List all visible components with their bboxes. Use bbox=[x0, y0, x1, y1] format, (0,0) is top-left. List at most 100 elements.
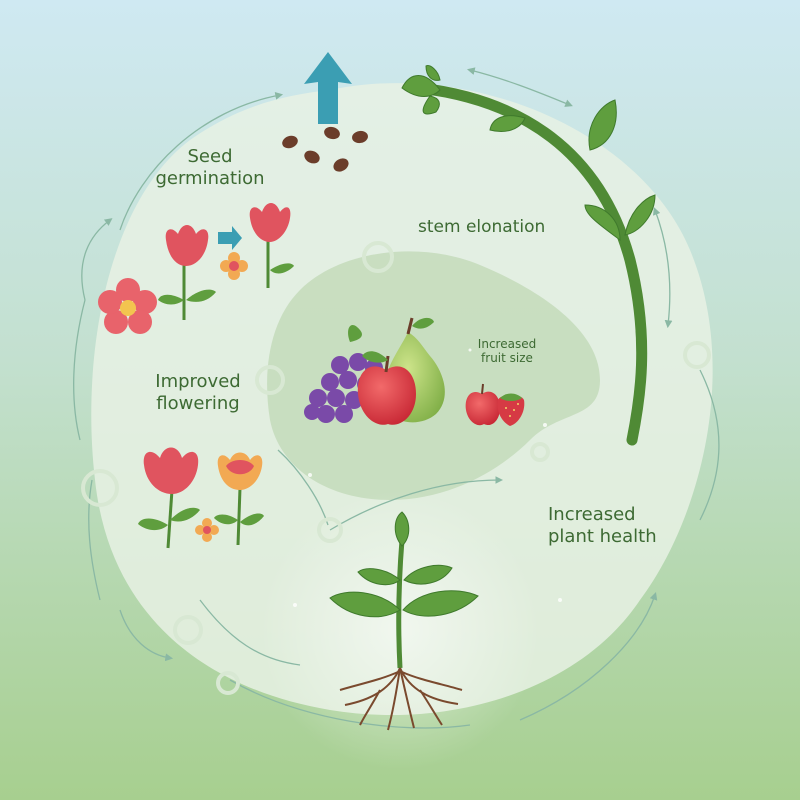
cycle-node-icon bbox=[216, 671, 240, 695]
petal bbox=[209, 525, 219, 535]
leaf-icon bbox=[240, 513, 264, 526]
leaf-icon bbox=[394, 511, 410, 547]
seedling-leaves bbox=[329, 511, 479, 618]
label-increased-fruit-size: Increased fruit size bbox=[470, 337, 544, 366]
leaf-icon bbox=[357, 568, 401, 586]
grape bbox=[321, 373, 339, 391]
label-line: Improved bbox=[155, 371, 241, 392]
root bbox=[401, 671, 463, 691]
label-line: plant health bbox=[548, 525, 657, 547]
petal bbox=[128, 310, 152, 334]
sparkle bbox=[558, 598, 562, 602]
strawberry-seeds bbox=[505, 403, 519, 417]
grape bbox=[349, 353, 367, 371]
leaf-icon bbox=[138, 518, 168, 531]
leaf-icon bbox=[588, 99, 617, 151]
sparkle bbox=[293, 603, 297, 607]
grape bbox=[335, 405, 353, 423]
leaf-icon bbox=[584, 204, 621, 242]
seed-icon bbox=[324, 126, 340, 140]
leaf-icon bbox=[362, 351, 388, 363]
flower-center bbox=[203, 526, 211, 534]
vine-stem-icon bbox=[401, 65, 656, 446]
sparkle bbox=[468, 348, 472, 352]
root bbox=[399, 667, 415, 729]
petal bbox=[228, 268, 240, 280]
label-line: flowering bbox=[156, 392, 240, 414]
seeds bbox=[282, 126, 368, 172]
apple-icon bbox=[465, 383, 500, 426]
apple-stalk bbox=[481, 383, 484, 395]
seed-dot bbox=[517, 403, 519, 405]
cycle-nodes bbox=[81, 241, 711, 695]
petal bbox=[195, 525, 205, 535]
cycle-node-icon bbox=[530, 442, 550, 462]
strawberry-body bbox=[497, 394, 525, 426]
leaf-icon bbox=[401, 75, 441, 97]
cycle-node-icon bbox=[255, 365, 285, 395]
leaf-icon bbox=[403, 564, 453, 585]
flow-arrow bbox=[119, 92, 284, 231]
flower-icon bbox=[195, 518, 219, 542]
seed-dot bbox=[513, 409, 515, 411]
flower-icon bbox=[214, 452, 264, 546]
flow-arrow bbox=[277, 449, 329, 526]
grape bbox=[317, 405, 335, 423]
apple-body bbox=[357, 366, 416, 425]
petal bbox=[202, 518, 212, 528]
cycle-node-icon bbox=[317, 517, 343, 543]
roots-icon bbox=[339, 667, 463, 731]
flow-arrow bbox=[652, 207, 673, 329]
label-increased-plant-health: Increased plant health bbox=[548, 504, 657, 547]
label-line: Increased bbox=[477, 337, 537, 351]
grape bbox=[331, 356, 349, 374]
label-line: Increased bbox=[548, 504, 636, 525]
pear-stalk bbox=[406, 317, 414, 335]
label-stem-elongation: stem elonation bbox=[418, 217, 546, 237]
seed-icon bbox=[304, 150, 320, 164]
leaf-icon bbox=[158, 294, 184, 305]
flower-group-bottom bbox=[138, 447, 264, 549]
leaf-icon bbox=[624, 194, 656, 236]
label-line: germination bbox=[155, 167, 265, 189]
up-arrow-icon bbox=[304, 52, 352, 124]
flower-center bbox=[120, 300, 136, 316]
apple-icon bbox=[357, 351, 416, 425]
vine-leaves bbox=[401, 65, 656, 242]
seed-icon bbox=[352, 130, 368, 144]
flow-arrow bbox=[119, 609, 174, 662]
flower-icon bbox=[158, 225, 216, 320]
flower-center bbox=[229, 261, 239, 271]
flow-arrow bbox=[73, 299, 86, 441]
seed-dot bbox=[509, 415, 511, 417]
seed-dot bbox=[505, 407, 507, 409]
flow-arrow bbox=[81, 218, 113, 301]
flower-petals bbox=[165, 225, 209, 266]
leaf-icon bbox=[425, 65, 441, 81]
fruit-cluster bbox=[304, 317, 525, 426]
strawberry-icon bbox=[497, 393, 525, 426]
leaf-icon bbox=[214, 514, 238, 525]
leaf-icon bbox=[402, 590, 479, 617]
label-line: fruit size bbox=[481, 351, 533, 366]
leaf-icon bbox=[422, 95, 440, 115]
cycle-node-icon bbox=[362, 241, 394, 273]
petal bbox=[220, 260, 232, 272]
flow-arrow bbox=[329, 476, 504, 531]
root bbox=[387, 667, 401, 731]
leaf-icon bbox=[270, 263, 294, 274]
sparkle bbox=[308, 473, 312, 477]
petal bbox=[228, 252, 240, 264]
flow-arrow bbox=[519, 592, 658, 721]
leaf-icon bbox=[329, 591, 401, 618]
right-arrow-icon bbox=[218, 226, 242, 250]
label-line: Seed bbox=[187, 146, 233, 167]
flower-icon bbox=[98, 278, 157, 334]
flower-stem bbox=[236, 487, 242, 546]
grape bbox=[309, 389, 327, 407]
grape bbox=[339, 371, 357, 389]
cycle-node-icon bbox=[81, 469, 119, 507]
root bbox=[359, 689, 381, 726]
